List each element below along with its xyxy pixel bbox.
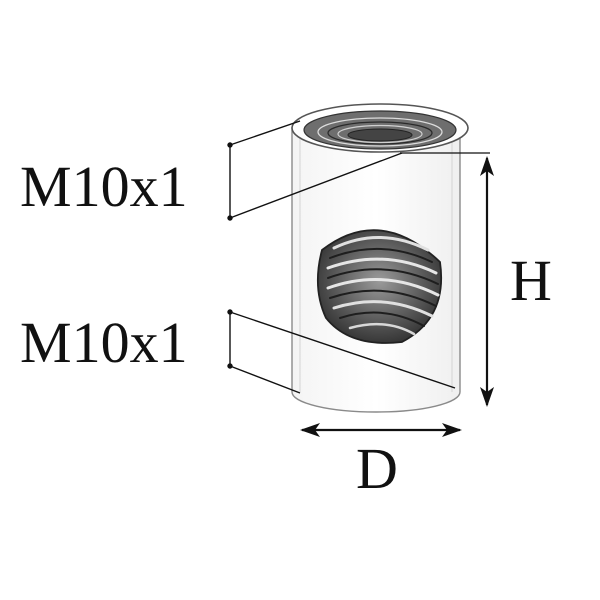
diameter-label: D (356, 436, 398, 501)
height-dimension (400, 152, 494, 407)
side-thread-leader (227, 309, 456, 394)
side-threaded-hole (316, 229, 443, 344)
height-label: H (510, 248, 552, 313)
top-thread-leader (227, 120, 403, 221)
top-threaded-hole (291, 103, 469, 153)
side-thread-label: M10x1 (20, 310, 188, 375)
top-thread-label: M10x1 (20, 154, 188, 219)
